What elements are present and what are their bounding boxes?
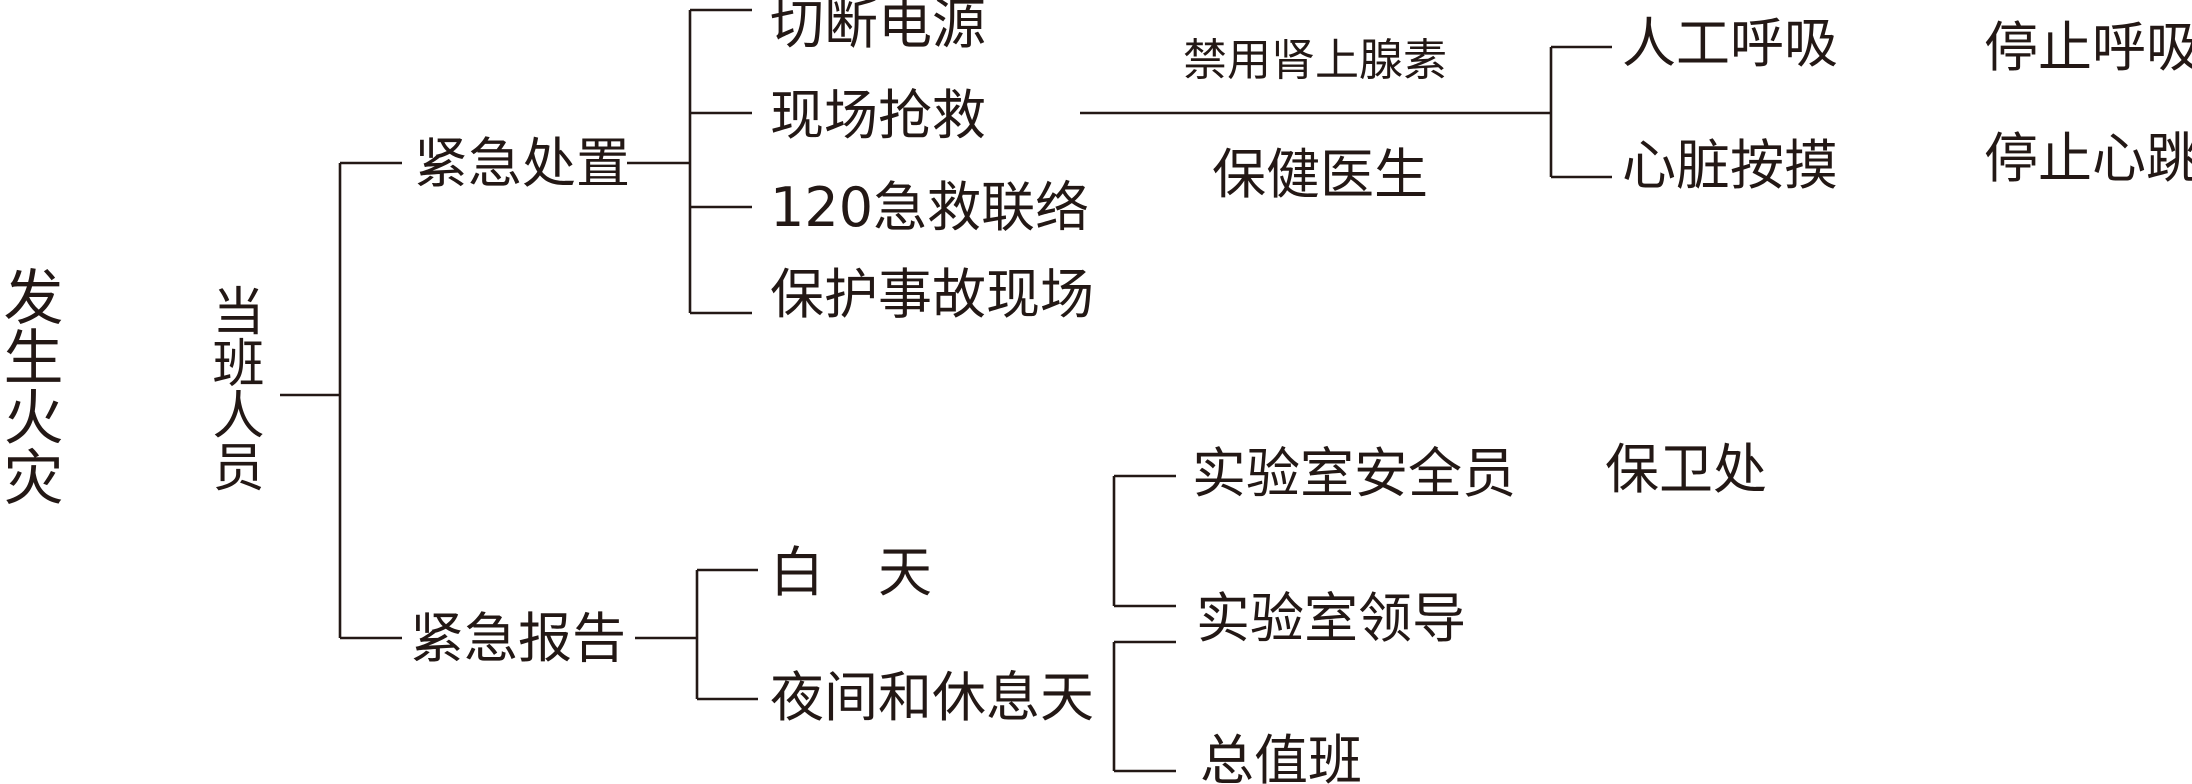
node-duty-staff: 当班人员: [203, 284, 263, 492]
node-lab-leader: 实验室领导: [1196, 587, 1466, 650]
node-onsite-rescue: 现场抢救: [770, 84, 986, 147]
node-call-120: 120急救联络: [770, 176, 1089, 239]
node-cut-power: 切断电源: [770, 0, 986, 56]
connectors: [280, 8, 1612, 773]
node-stop-breathing: 停止呼吸: [1984, 16, 2192, 79]
node-chief-on-duty: 总值班: [1200, 729, 1362, 784]
node-emergency-report: 紧急报告: [410, 607, 626, 670]
node-no-adrenaline: 禁用肾上腺素: [1183, 35, 1447, 86]
node-root: 发生火灾: [0, 266, 63, 506]
node-emergency-handling: 紧急处置: [414, 132, 630, 195]
node-night-and-rest-day: 夜间和休息天: [770, 666, 1094, 729]
node-protect-scene: 保护事故现场: [770, 263, 1094, 326]
node-stop-heartbeat: 停止心跳: [1984, 127, 2192, 190]
node-lab-safety-officer: 实验室安全员: [1192, 442, 1516, 505]
node-heart-massage: 心脏按摸: [1622, 134, 1838, 197]
node-daytime: 白 天: [770, 541, 932, 604]
node-security-office: 保卫处: [1605, 438, 1767, 501]
node-health-doctor: 保健医生: [1212, 143, 1428, 206]
node-artificial-respiration: 人工呼吸: [1622, 12, 1838, 75]
